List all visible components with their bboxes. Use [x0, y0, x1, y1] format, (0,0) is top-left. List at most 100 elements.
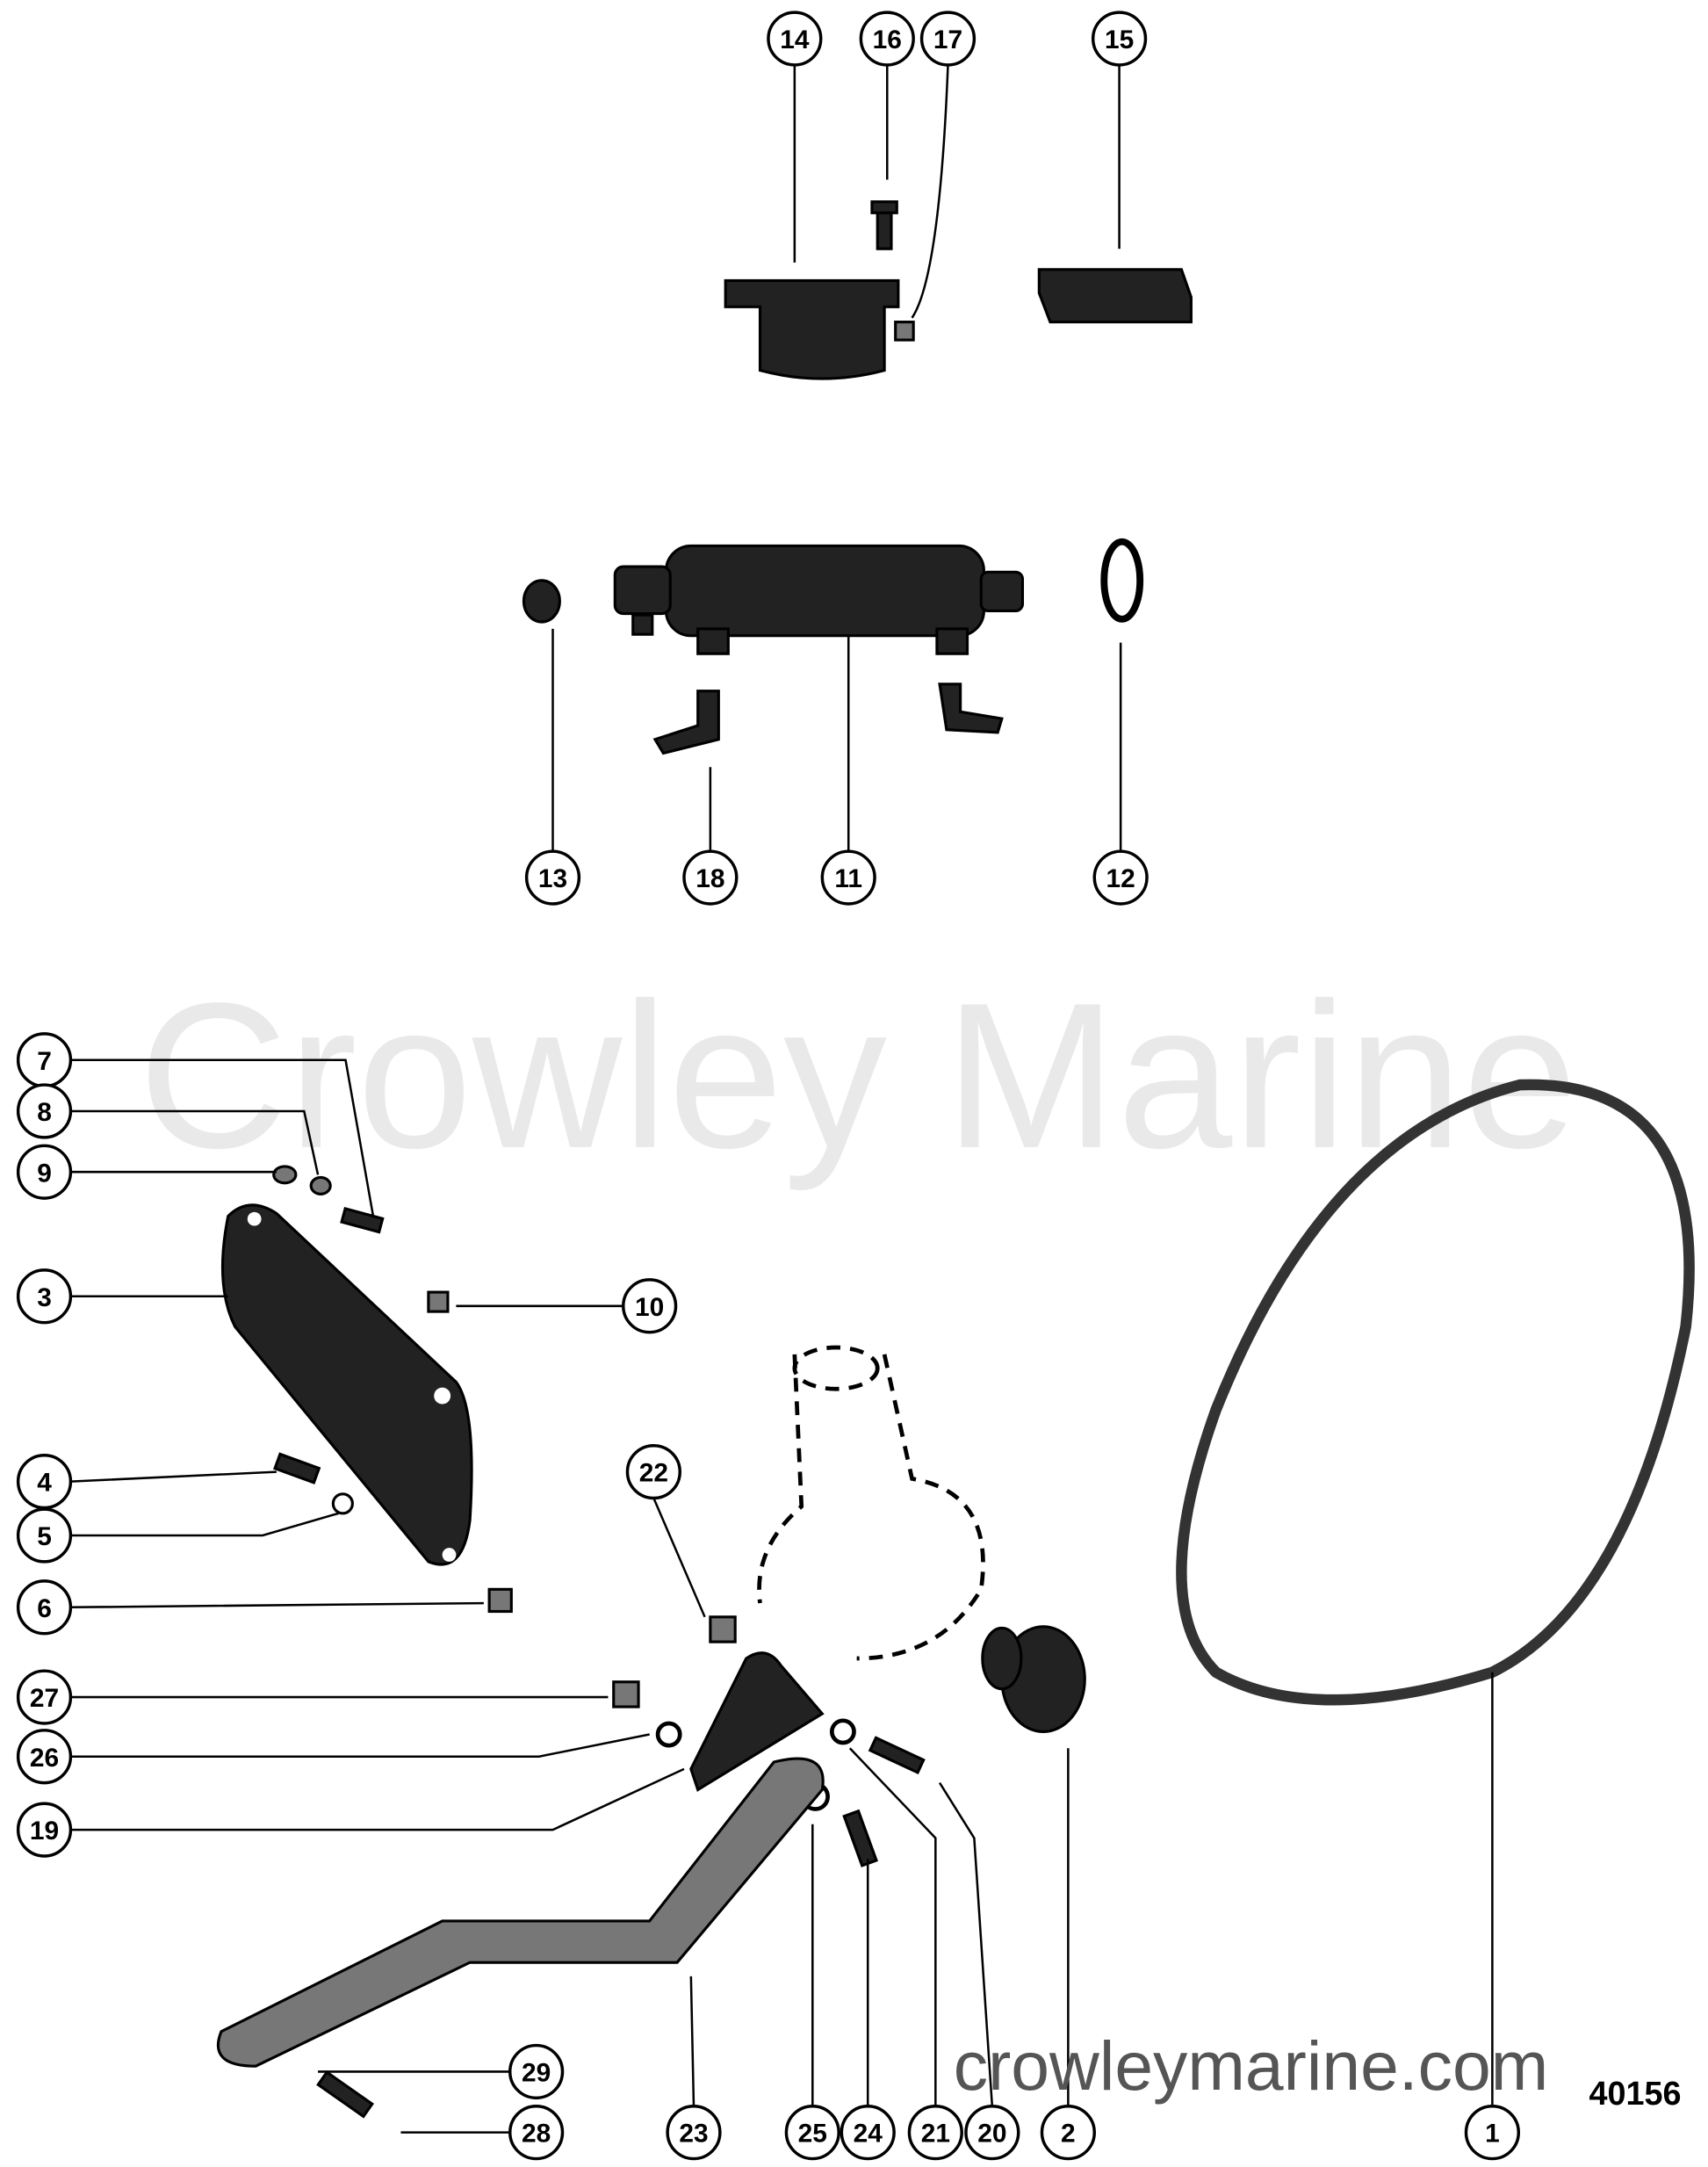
- callout-circle: [16, 1802, 73, 1858]
- callout-15: 15: [1091, 11, 1148, 67]
- hose-clamp-13-drawing: [522, 579, 561, 624]
- callout-7: 7: [16, 1032, 73, 1088]
- callout-number: 6: [37, 1594, 52, 1623]
- callout-4: 4: [16, 1453, 73, 1510]
- oil-cooler-drawing: [613, 544, 1025, 655]
- callout-circle: [524, 849, 581, 906]
- callout-number: 15: [1105, 25, 1134, 54]
- nut-drawing: [894, 321, 915, 342]
- adjusting-arm-drawing: [216, 1757, 825, 2068]
- callout-8: 8: [16, 1083, 73, 1139]
- callout-22: 22: [625, 1443, 681, 1500]
- hose-clamp-12-drawing: [1100, 538, 1144, 623]
- callout-circle: [859, 11, 915, 67]
- callout-circle: [784, 2105, 840, 2161]
- callout-number: 13: [538, 864, 567, 893]
- callout-23: 23: [666, 2105, 722, 2161]
- callout-20: 20: [964, 2105, 1020, 2161]
- drive-belt-drawing: [1176, 1079, 1695, 1706]
- callout-number: 4: [37, 1469, 52, 1498]
- callout-number: 18: [695, 864, 724, 893]
- figure-number: 40156: [1589, 2076, 1682, 2113]
- callout-number: 22: [639, 1459, 668, 1488]
- pump-bracket-drawing: [689, 1651, 825, 1792]
- callout-circle: [16, 1669, 73, 1725]
- callout-circle: [16, 1083, 73, 1139]
- callout-circle: [16, 1268, 73, 1325]
- callout-circle: [767, 11, 823, 67]
- callout-25: 25: [784, 2105, 840, 2161]
- callout-18: 18: [682, 849, 739, 906]
- callout-number: 3: [37, 1283, 52, 1312]
- callout-10: 10: [622, 1278, 678, 1334]
- leader-lines: [70, 64, 1494, 2134]
- callout-number: 26: [30, 1744, 59, 1773]
- part-drawings: [216, 200, 1695, 2119]
- callout-number: 20: [977, 2120, 1006, 2149]
- callout-5: 5: [16, 1507, 73, 1564]
- elbow-fittings-drawing: [652, 683, 1004, 755]
- clamp-plate-drawing: [1037, 268, 1193, 324]
- callout-28: 28: [508, 2105, 565, 2161]
- callout-2: 2: [1040, 2105, 1096, 2161]
- callout-1: 1: [1464, 2105, 1521, 2161]
- callout-circle: [16, 1579, 73, 1636]
- callout-circle: [508, 2043, 565, 2100]
- callout-circle: [16, 1507, 73, 1564]
- callout-17: 17: [919, 11, 977, 67]
- callout-27: 27: [16, 1669, 73, 1725]
- callout-6: 6: [16, 1579, 73, 1636]
- callout-number: 5: [37, 1522, 52, 1551]
- callout-circle: [682, 849, 739, 906]
- callout-11: 11: [820, 849, 876, 906]
- callout-circle: [840, 2105, 896, 2161]
- callout-3: 3: [16, 1268, 73, 1325]
- callout-number: 24: [854, 2120, 883, 2149]
- callout-circle: [1464, 2105, 1521, 2161]
- callout-number: 9: [37, 1159, 52, 1188]
- callout-circle: [625, 1443, 681, 1500]
- callout-circle: [1091, 11, 1148, 67]
- pulley-hub-drawing: [981, 1625, 1086, 1733]
- pump-dashed-outline: [757, 1345, 985, 1661]
- callout-26: 26: [16, 1729, 73, 1785]
- callout-number: 27: [30, 1684, 59, 1713]
- callout-number: 14: [780, 25, 810, 54]
- callout-circle: [1092, 849, 1149, 906]
- callout-number: 17: [933, 25, 962, 54]
- callout-16: 16: [859, 11, 915, 67]
- callout-circle: [666, 2105, 722, 2161]
- callout-circle: [907, 2105, 963, 2161]
- callout-circle: [1040, 2105, 1096, 2161]
- callout-14: 14: [767, 11, 823, 67]
- screw-drawing: [870, 200, 898, 250]
- callout-circle: [820, 849, 876, 906]
- callout-29: 29: [508, 2043, 565, 2100]
- callout-number: 11: [834, 864, 862, 893]
- callout-circle: [16, 1144, 73, 1200]
- callout-number: 28: [522, 2120, 551, 2149]
- callout-number: 25: [798, 2120, 827, 2149]
- callout-9: 9: [16, 1144, 73, 1200]
- callout-number: 23: [679, 2120, 708, 2149]
- website-watermark: crowleymarine.com: [954, 2027, 1549, 2105]
- callout-number: 21: [921, 2120, 950, 2149]
- callout-21: 21: [907, 2105, 963, 2161]
- callout-number: 16: [873, 25, 902, 54]
- watermark: Crowley Marine: [139, 960, 1578, 1192]
- callout-13: 13: [524, 849, 581, 906]
- callout-circle: [508, 2105, 565, 2161]
- cooler-bracket-drawing: [724, 278, 900, 380]
- callout-number: 12: [1106, 864, 1135, 893]
- callout-circle: [919, 11, 977, 67]
- callout-circle: [622, 1278, 678, 1334]
- callout-number: 19: [30, 1817, 59, 1846]
- callout-12: 12: [1092, 849, 1149, 906]
- callout-circle: [964, 2105, 1020, 2161]
- callout-number: 10: [635, 1293, 664, 1322]
- callout-circle: [16, 1729, 73, 1785]
- callout-24: 24: [840, 2105, 896, 2161]
- callout-number: 2: [1061, 2120, 1076, 2149]
